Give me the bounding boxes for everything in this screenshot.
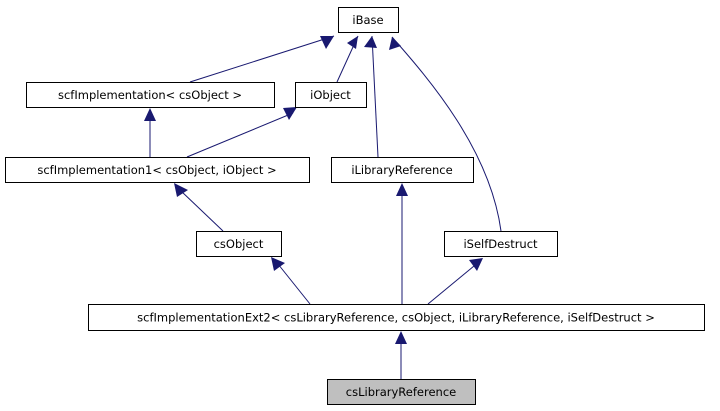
node-box[interactable] (444, 231, 558, 257)
inheritance-arrowhead-icon (364, 36, 377, 48)
node-label: iBase (352, 13, 383, 27)
inheritance-arrowhead-icon (347, 36, 358, 49)
inheritance-arrowhead-icon (389, 37, 401, 50)
inheritance-arrowhead-icon (144, 108, 156, 121)
node-iobject[interactable]: iObject (295, 82, 367, 108)
edge-scfimplementationext2-to-iselfdestruct (427, 258, 483, 305)
edge-line (427, 265, 475, 305)
inheritance-arrowhead-icon (174, 183, 188, 197)
node-box[interactable] (26, 82, 275, 108)
node-label: scfImplementationExt2< csLibraryReferenc… (137, 311, 655, 325)
edge-line (180, 190, 224, 232)
edge-ilibraryreference-to-ibase (364, 35, 379, 158)
node-ibase[interactable]: iBase (338, 7, 399, 33)
node-csobject[interactable]: csObject (196, 231, 282, 257)
node-box[interactable] (327, 379, 476, 405)
edges-layer (144, 35, 502, 379)
edge-line (391, 36, 502, 232)
edge-iselfdestruct-to-ibase (389, 36, 502, 232)
node-scfimplementation1[interactable]: scfImplementation1< csObject, iObject > (5, 157, 310, 183)
node-box[interactable] (196, 231, 282, 257)
edge-scfimplementation1-to-iobject (186, 107, 297, 158)
node-label: csLibraryReference (346, 385, 456, 399)
edge-scfimplementationext2-to-ilibraryreference (396, 183, 408, 304)
edge-scfimplementation-to-ibase (189, 35, 335, 83)
node-box[interactable] (5, 157, 310, 183)
edge-line (186, 112, 294, 158)
edge-line (189, 35, 335, 83)
node-iselfdestruct[interactable]: iSelfDestruct (444, 231, 558, 257)
node-box[interactable] (88, 304, 705, 331)
node-cslibraryreference[interactable]: csLibraryReference (327, 379, 476, 405)
node-label: iSelfDestruct (463, 237, 538, 251)
edge-csobject-to-scfimplementation1 (174, 183, 224, 232)
node-label: scfImplementation< csObject > (58, 88, 242, 102)
inheritance-arrowhead-icon (395, 331, 407, 344)
node-box[interactable] (338, 7, 399, 33)
node-label: iLibraryReference (351, 163, 452, 177)
node-label: iObject (310, 88, 351, 102)
node-ilibraryreference[interactable]: iLibraryReference (331, 157, 474, 183)
edge-scfimplementationext2-to-csobject (271, 257, 311, 305)
inheritance-arrowhead-icon (396, 183, 408, 196)
inheritance-arrowhead-icon (271, 257, 285, 271)
node-label: scfImplementation1< csObject, iObject > (37, 163, 276, 177)
edge-scfimplementation1-to-scfimplementation (144, 108, 156, 157)
node-label: csObject (214, 237, 264, 251)
node-scfimplementation[interactable]: scfImplementation< csObject > (26, 82, 275, 108)
inheritance-arrowhead-icon (320, 36, 334, 49)
inheritance-arrowhead-icon (469, 258, 483, 271)
edge-cslibraryreference-to-scfimplementationext2 (395, 331, 407, 379)
inheritance-arrowhead-icon (283, 107, 297, 120)
node-box[interactable] (295, 82, 367, 108)
edge-line (371, 35, 379, 158)
edge-line (277, 263, 311, 305)
node-box[interactable] (331, 157, 474, 183)
nodes-layer: iBase scfImplementation< csObject > iObjec… (5, 7, 705, 405)
edge-iobject-to-ibase (336, 35, 359, 83)
node-scfimplementationext2[interactable]: scfImplementationExt2< csLibraryReferenc… (88, 304, 705, 331)
